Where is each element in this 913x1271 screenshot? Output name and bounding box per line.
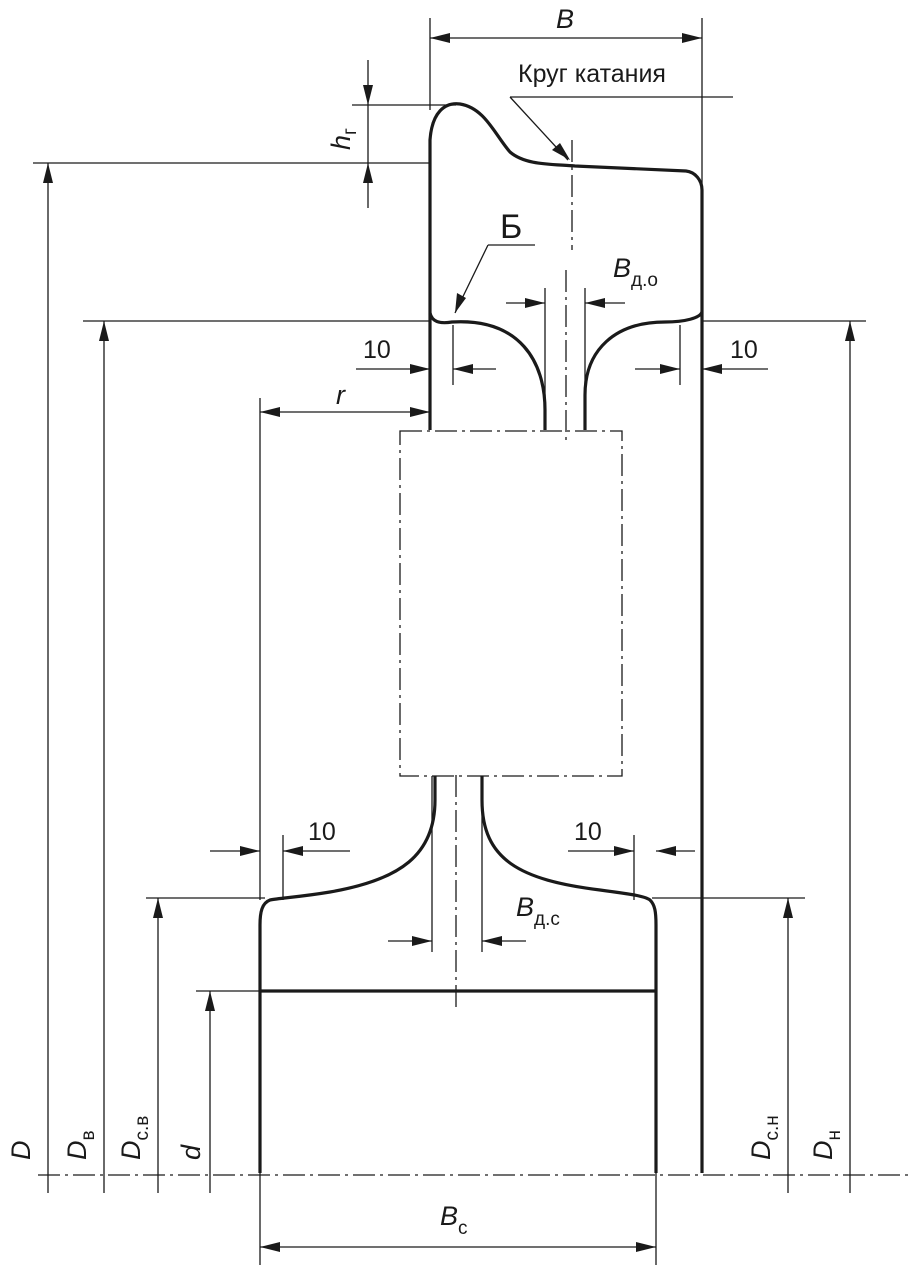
label-Dcv: Dс.в	[116, 1116, 153, 1160]
arrow-10-ur-a	[660, 364, 680, 374]
svg-text:Dв: Dв	[62, 1130, 99, 1160]
svg-text:Dс.в: Dс.в	[116, 1116, 153, 1160]
svg-text:D: D	[6, 1141, 36, 1161]
arrow-rolling-leader	[552, 143, 570, 160]
arrow-Dn	[845, 321, 855, 341]
label-Bdo: Bд.о	[613, 253, 658, 291]
label-d: d	[176, 1144, 206, 1160]
arrow-10-lr-b	[656, 846, 676, 856]
label-Bc: Bс	[440, 1201, 468, 1239]
arrow-10-ll-a	[240, 846, 260, 856]
arrow-Bdo-right	[585, 298, 605, 308]
label-10-lower-right: 10	[574, 818, 602, 846]
label-rolling-circle: Круг катания	[518, 60, 666, 88]
label-10-lower-left: 10	[308, 818, 336, 846]
arrow-Dcv	[153, 898, 163, 918]
arrow-B-right	[682, 33, 702, 43]
svg-text:Dн: Dн	[808, 1130, 845, 1160]
arrow-10-ur-b	[702, 364, 722, 374]
label-Dcn: Dс.н	[746, 1115, 783, 1160]
upper-disc-left	[428, 312, 547, 430]
arrow-10-ul-a	[410, 364, 430, 374]
arrow-10-lr-a	[614, 846, 634, 856]
lower-disc-left	[258, 776, 437, 1173]
arrow-r-left	[260, 407, 280, 417]
machining-zone-rect	[399, 430, 623, 777]
arrow-Bc-right	[636, 1242, 656, 1252]
arrow-D	[43, 163, 53, 183]
arrow-Bdo-left	[525, 298, 545, 308]
arrow-d	[205, 991, 215, 1011]
label-D: D	[6, 1141, 36, 1161]
svg-text:d: d	[176, 1144, 206, 1160]
arrow-B-leader	[455, 293, 466, 313]
svg-text:hг: hг	[326, 128, 361, 150]
upper-disc-right	[583, 311, 704, 430]
label-10-upper-left: 10	[363, 336, 391, 364]
label-B: B	[556, 4, 574, 34]
label-10-upper-right: 10	[730, 336, 758, 364]
arrow-10-ll-b	[283, 846, 303, 856]
label-section-B: Б	[500, 208, 522, 246]
upper-rim-contour	[428, 102, 704, 1173]
arrow-hg-top	[363, 85, 373, 105]
label-Dn: Dн	[808, 1130, 845, 1160]
arrow-B-left	[430, 33, 450, 43]
label-Dv: Dв	[62, 1130, 99, 1160]
arrow-Dv	[99, 321, 109, 341]
svg-text:Dс.н: Dс.н	[746, 1115, 783, 1160]
label-r: r	[336, 380, 346, 410]
arrow-Bc-left	[260, 1242, 280, 1252]
arrow-hg-bottom	[363, 163, 373, 183]
label-Bdc: Bд.с	[516, 892, 560, 930]
lower-disc-right	[480, 776, 658, 1173]
arrow-Bdc-right	[482, 936, 502, 946]
arrow-10-ul-b	[453, 364, 473, 374]
arrow-r-right	[410, 407, 430, 417]
arrow-Bdc-left	[412, 936, 432, 946]
label-hg: hг	[326, 128, 361, 150]
arrow-Dcn	[783, 898, 793, 918]
